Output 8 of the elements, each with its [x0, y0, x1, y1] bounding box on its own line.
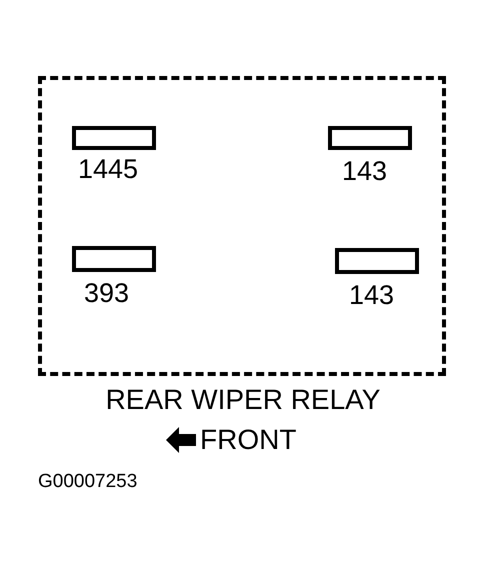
terminal-number: 143: [349, 280, 394, 310]
direction-text: FRONT: [200, 424, 296, 456]
terminal-number: 393: [84, 278, 130, 308]
figure-code: G00007253: [38, 470, 138, 493]
relay-name: REAR WIPER RELAY: [104, 384, 382, 416]
relay-outline: [38, 76, 446, 376]
terminal-number: 143: [342, 156, 388, 186]
terminal-number: 1445: [78, 154, 138, 184]
